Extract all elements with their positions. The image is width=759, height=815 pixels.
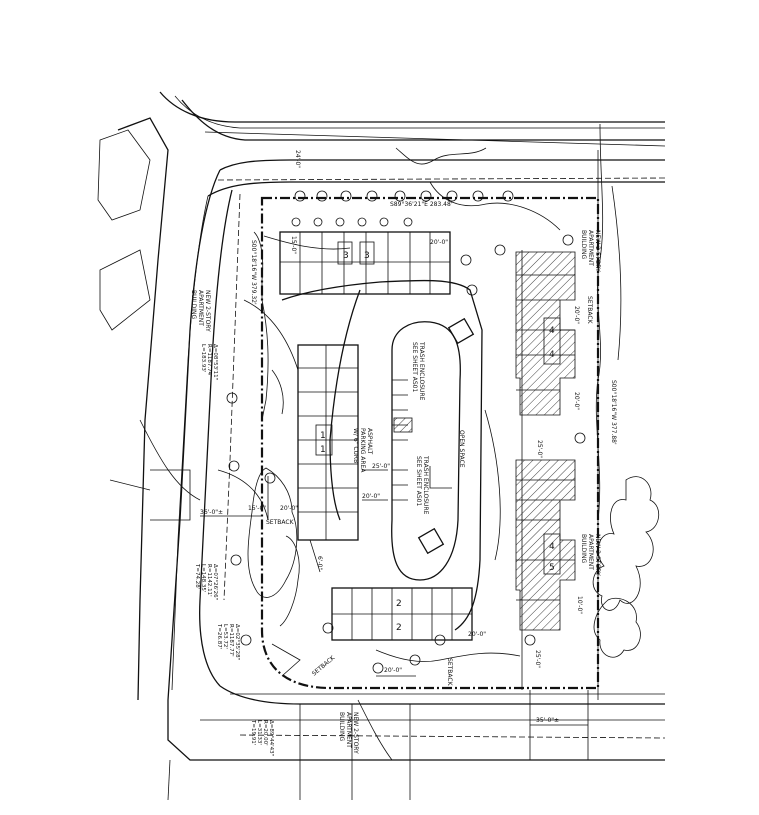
asphalt-label-2: PARKING AREA — [359, 428, 366, 473]
dim-north-24: 24'-0" — [294, 150, 301, 168]
apartment-label-se-1: NEW 2-STORY — [594, 534, 601, 576]
contour-lines — [139, 123, 622, 761]
asphalt-label-1: ASPHALT — [366, 428, 373, 455]
dim-mid-25: 25'-0" — [372, 463, 390, 470]
curve-1-length: L=183.93' — [200, 344, 206, 372]
building-4-label-a: 4 — [549, 326, 555, 336]
curve-2-tangent: T=74.28' — [194, 563, 200, 589]
building-4: 4 4 — [515, 251, 576, 416]
setback-label-west: SETBACK — [266, 519, 295, 526]
apartment-label-east-2: APARTMENT — [587, 230, 594, 266]
setback-label-south: SETBACK — [446, 658, 453, 687]
building-1-label-a: 1 — [320, 431, 326, 441]
trash-label-north-2: SEE SHEET AS01 — [411, 342, 418, 393]
building-5-label-b: 5 — [549, 563, 555, 573]
apartment-label-se-3: BUILDING — [580, 534, 587, 563]
apartment-label-east-1: NEW 2-STORY — [594, 230, 601, 272]
dim-mid-20: 20'-0" — [362, 493, 380, 500]
trash-enclosure-south — [417, 527, 445, 555]
dim-east-20a: 20'-0" — [573, 306, 580, 324]
dim-se-10: 10'-0" — [576, 596, 583, 614]
curve-3-radius: R=1187.77' — [228, 624, 234, 657]
apartment-label-east-3: BUILDING — [580, 230, 587, 259]
bearing-east: S00°18'16"W 377.88' — [610, 380, 617, 445]
building-2-label-b: 2 — [396, 623, 402, 633]
street-west — [97, 117, 241, 701]
building-5-label-a: 4 — [549, 542, 555, 552]
setback-label-sw: SETBACK — [311, 654, 337, 678]
curve-2-length: L=148.35' — [200, 564, 206, 592]
street-north — [159, 91, 666, 197]
building-3: 3 3 — [279, 231, 451, 295]
curve-2-radius: R=1142.11' — [206, 564, 212, 597]
dim-west-15: 15'-0" — [248, 505, 266, 512]
dim-east-25: 25'-0" — [536, 440, 543, 458]
dimension-lines — [200, 466, 589, 760]
curve-3-length: L=53.72' — [222, 624, 228, 649]
curve-4-length: L=31.33' — [256, 720, 262, 745]
dim-sw-6: 6'-0" — [316, 556, 323, 570]
bearing-west: S00°18'16"W 379.32' — [250, 240, 257, 305]
dim-se-25: 25'-0" — [534, 650, 541, 668]
trash-enclosure-north — [447, 317, 475, 345]
building-2: 2 2 — [331, 587, 473, 641]
dim-east-20b: 20'-0" — [573, 392, 580, 410]
building-1: 1 1 — [297, 344, 359, 541]
bearing-north: S89°36'21"E 283.48' — [390, 201, 453, 208]
street-south — [167, 685, 666, 801]
dim-north-15: 15'-0" — [290, 236, 297, 254]
curve-2-delta: Δ=07°26'26" — [212, 564, 218, 600]
curve-3-tangent: T=26.87' — [216, 623, 222, 649]
setback-label-east: SETBACK — [586, 296, 593, 325]
apartment-label-south-2: APARTMENT — [345, 712, 352, 748]
building-1-label-b: 1 — [320, 445, 326, 455]
apartment-label-west-2: APARTMENT — [197, 290, 204, 326]
building-4-label-b: 4 — [549, 350, 555, 360]
apartment-label-west-3: BUILDING — [190, 290, 197, 319]
trash-label-north-1: TRASH ENCLOSURE — [418, 341, 425, 401]
open-space-label: OPEN SPACE — [458, 430, 465, 468]
curve-1-radius: R=1187.74' — [206, 344, 212, 377]
apartment-label-se-2: APARTMENT — [587, 534, 594, 570]
dim-south-20: 20'-0" — [468, 631, 486, 638]
dim-south-35: 35'-0"± — [536, 717, 559, 724]
landscaping — [226, 190, 659, 674]
dim-north-20: 20'-0" — [430, 239, 448, 246]
dim-south-20b: 20'-0" — [384, 667, 402, 674]
building-5: 4 5 — [515, 459, 576, 631]
trash-label-south-2: SEE SHEET AS01 — [415, 456, 422, 507]
curve-4-delta: Δ=89°44'43" — [268, 720, 274, 756]
apartment-label-west-1: NEW 2-STORY — [204, 290, 211, 332]
trash-label-south-1: TRASH ENCLOSURE — [422, 455, 429, 515]
building-2-label-a: 2 — [396, 599, 402, 609]
apartment-label-south-3: BUILDING — [338, 712, 345, 741]
asphalt-label-3: W/ 6" CURB — [352, 428, 359, 463]
building-3-label-b: 3 — [364, 251, 370, 261]
curve-4-tangent: T=19.91' — [250, 719, 256, 745]
curve-4-radius: R=20.00' — [262, 720, 268, 746]
curve-1-delta: Δ=08°53'11" — [212, 344, 218, 380]
dim-setback-west: 36'-0"± — [200, 509, 223, 516]
apartment-label-south-1: NEW 2-STORY — [352, 712, 359, 754]
parking-area — [281, 279, 501, 631]
annotations: NEW 2-STORY APARTMENT BUILDING NEW 2-STO… — [190, 150, 617, 756]
curve-3-delta: Δ=02°35'28" — [234, 624, 240, 660]
dim-west-20: 20'-0" — [280, 505, 298, 512]
building-3-label-a: 3 — [343, 251, 349, 261]
